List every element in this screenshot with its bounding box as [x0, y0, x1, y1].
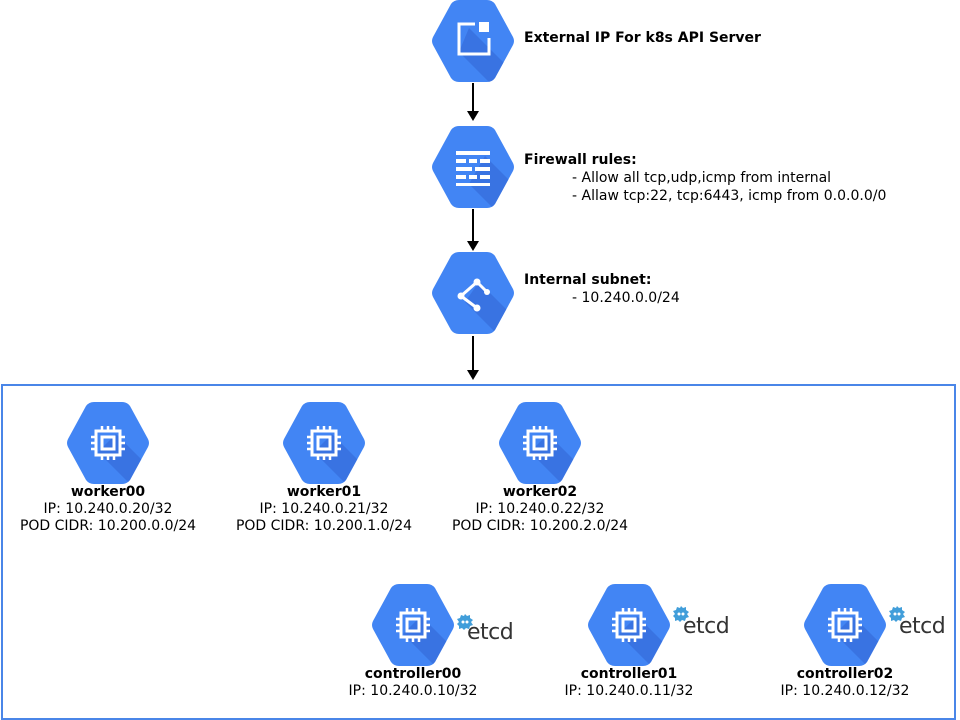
controller01-name: controller01 [580, 666, 678, 682]
subnet-hexagon [432, 252, 514, 334]
firewall-icon [456, 151, 490, 186]
external-ip-title: External IP For k8s API Server [524, 30, 761, 46]
cluster-frame [1, 384, 956, 720]
compute-chip-icon [523, 426, 557, 460]
firewall-rule-2: - Allaw tcp:22, tcp:6443, icmp from 0.0.… [572, 188, 887, 204]
compute-chip-icon [307, 426, 341, 460]
worker01-hexagon [283, 402, 365, 484]
external-ip-icon [457, 22, 491, 56]
controller02-hexagon [804, 584, 886, 666]
firewall-title: Firewall rules: [524, 152, 637, 168]
compute-chip-icon [396, 608, 430, 642]
etcd-wordmark: etcd [899, 614, 946, 639]
controller02-name: controller02 [796, 666, 894, 682]
compute-chip-icon [612, 608, 646, 642]
firewall-hexagon [432, 126, 514, 208]
etcd-logo-icon [673, 606, 689, 622]
network-icon [457, 278, 490, 312]
etcd-logo-icon [889, 606, 905, 622]
controller01-ip: IP: 10.240.0.11/32 [564, 683, 694, 699]
worker00-name: worker00 [70, 484, 146, 500]
worker01-ip: IP: 10.240.0.21/32 [259, 501, 389, 517]
worker02-pod-cidr: POD CIDR: 10.200.2.0/24 [451, 518, 629, 534]
compute-chip-icon [828, 608, 862, 642]
subnet-range: - 10.240.0.0/24 [572, 290, 680, 306]
worker00-ip: IP: 10.240.0.20/32 [43, 501, 173, 517]
external-ip-hexagon [432, 0, 514, 82]
firewall-rule-1: - Allow all tcp,udp,icmp from internal [572, 170, 832, 186]
controller00-hexagon [372, 584, 454, 666]
arrow-2 [467, 209, 479, 251]
compute-chip-icon [91, 426, 125, 460]
controller02-ip: IP: 10.240.0.12/32 [780, 683, 910, 699]
etcd-wordmark: etcd [467, 620, 514, 645]
subnet-title: Internal subnet: [524, 272, 652, 288]
worker01-name: worker01 [286, 484, 362, 500]
etcd-wordmark: etcd [683, 614, 730, 639]
worker01-pod-cidr: POD CIDR: 10.200.1.0/24 [235, 518, 413, 534]
controller00-name: controller00 [364, 666, 462, 682]
worker02-name: worker02 [502, 484, 578, 500]
worker00-pod-cidr: POD CIDR: 10.200.0.0/24 [19, 518, 197, 534]
controller01-hexagon [588, 584, 670, 666]
worker02-hexagon [499, 402, 581, 484]
etcd-logo-icon [457, 614, 473, 630]
controller00-ip: IP: 10.240.0.10/32 [348, 683, 478, 699]
arrow-3 [467, 336, 479, 380]
arrow-1 [467, 83, 479, 121]
worker00-hexagon [67, 402, 149, 484]
worker02-ip: IP: 10.240.0.22/32 [475, 501, 605, 517]
